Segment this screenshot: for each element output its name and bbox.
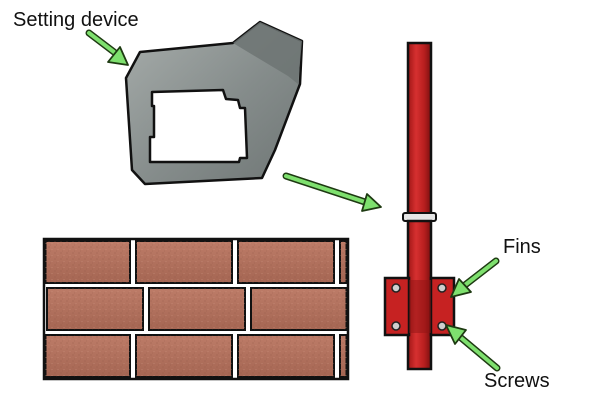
arrow-fins xyxy=(450,257,500,298)
arrow-screws-head xyxy=(445,324,467,345)
arrow-setting-device-head xyxy=(107,46,129,66)
arrow-device-to-pole xyxy=(282,172,382,212)
arrow-device-to-pole-head xyxy=(361,193,382,212)
screw-top-left xyxy=(391,283,401,293)
brick-texture xyxy=(340,335,347,377)
brick-texture xyxy=(238,335,334,377)
setting-device-top-face xyxy=(233,22,302,84)
fin-shadow xyxy=(409,280,431,333)
brick-texture xyxy=(136,335,232,377)
screw-bottom-right xyxy=(437,321,447,331)
label-fins: Fins xyxy=(503,236,541,258)
screw-top-right xyxy=(437,283,447,293)
brick-texture xyxy=(45,335,130,377)
fins xyxy=(383,276,456,337)
brick-texture xyxy=(45,241,130,283)
arrow-fins-head xyxy=(450,278,472,298)
arrow-screws xyxy=(445,324,501,372)
brick-texture xyxy=(149,288,245,330)
label-screws: Screws xyxy=(484,370,550,392)
brick-texture xyxy=(251,288,347,330)
arrows xyxy=(85,29,501,372)
screw-bottom-left xyxy=(391,321,401,331)
brick-texture xyxy=(136,241,232,283)
setting-device-cutout xyxy=(148,88,249,164)
brick-texture xyxy=(238,241,334,283)
arrow-setting-device xyxy=(85,29,129,66)
brick-wall xyxy=(42,237,350,381)
setting-device xyxy=(124,20,304,186)
pole-shaft-upper xyxy=(406,41,433,217)
brick-texture xyxy=(47,288,143,330)
label-setting-device: Setting device xyxy=(13,9,139,31)
profile-pole xyxy=(383,41,456,371)
brick-texture xyxy=(340,241,347,283)
